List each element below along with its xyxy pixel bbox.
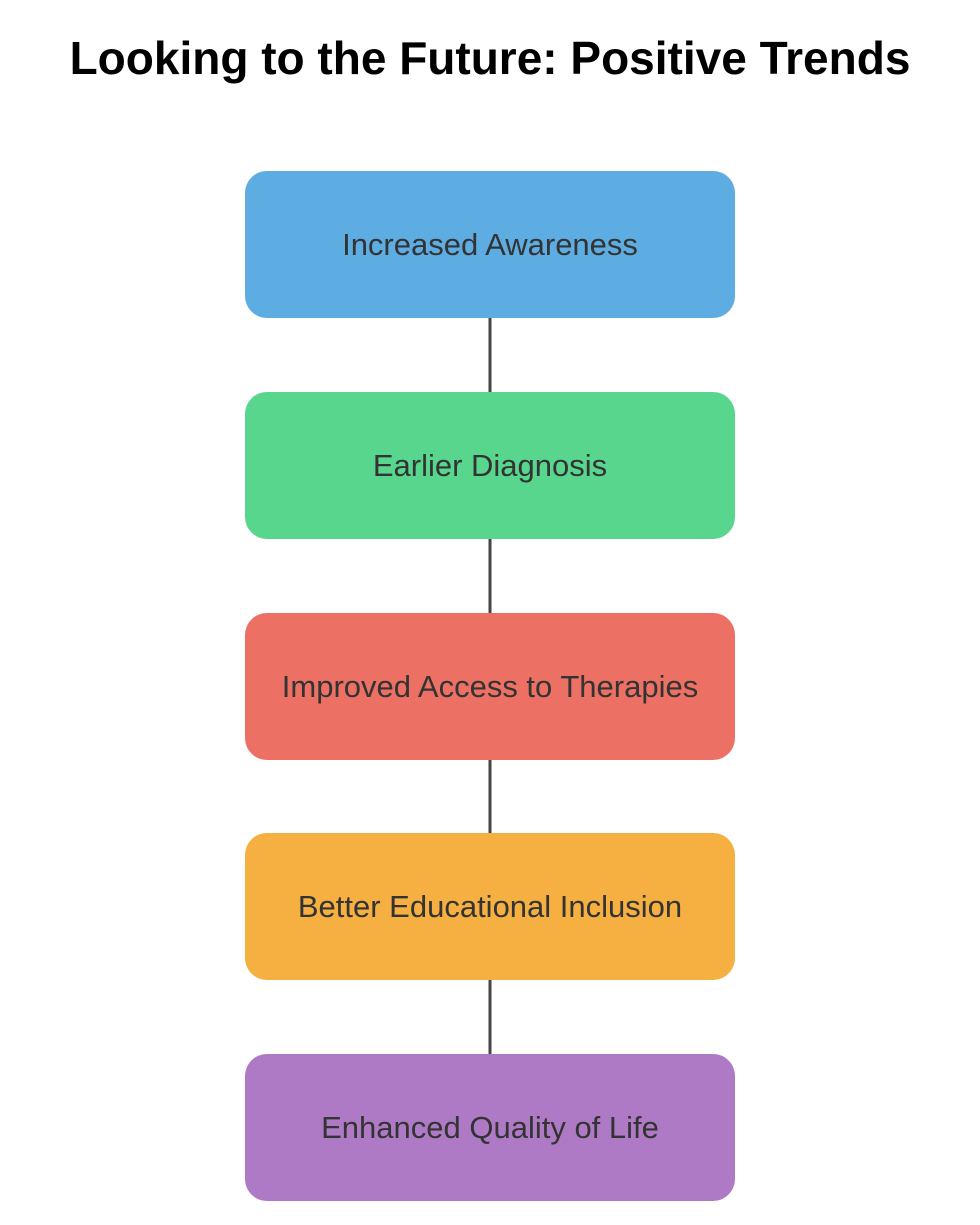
node-label: Improved Access to Therapies: [281, 668, 699, 704]
node-label: Increased Awareness: [342, 226, 638, 262]
node-increased-awareness: Increased Awareness: [245, 171, 735, 318]
diagram-title: Looking to the Future: Positive Trends: [69, 32, 911, 84]
node-enhanced-quality-of-life: Enhanced Quality of Life: [245, 1054, 735, 1201]
node-label: Better Educational Inclusion: [297, 888, 683, 924]
node-improved-access-to-therapies: Improved Access to Therapies: [245, 613, 735, 760]
node-earlier-diagnosis: Earlier Diagnosis: [245, 392, 735, 539]
node-label: Enhanced Quality of Life: [321, 1109, 659, 1145]
node-label: Earlier Diagnosis: [372, 447, 608, 483]
node-better-educational-inclusion: Better Educational Inclusion: [245, 833, 735, 980]
